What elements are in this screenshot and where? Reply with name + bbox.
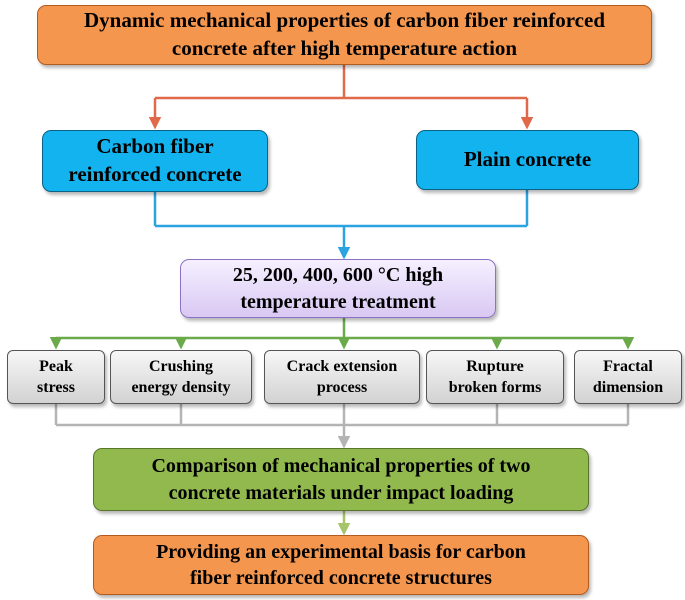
conclusion-box: Providing an experimental basis for carb… (93, 535, 589, 595)
plain-concrete-box: Plain concrete (416, 130, 639, 190)
indicator-fractal-dimension: Fractal dimension (574, 350, 682, 404)
title-box: Dynamic mechanical properties of carbon … (37, 5, 652, 65)
indicator-peak-stress: Peak stress (7, 350, 105, 404)
indicator-crushing-energy: Crushing energy density (110, 350, 252, 404)
indicator-rupture-forms: Rupture broken forms (426, 350, 564, 404)
merge-connector (153, 190, 529, 260)
split-connector (148, 65, 534, 130)
indicator-crack-extension: Crack extension process (264, 350, 420, 404)
collect-connector (54, 404, 630, 449)
cfrc-box: Carbon fiber reinforced concrete (42, 130, 268, 192)
treatment-box: 25, 200, 400, 600 °C high temperature tr… (180, 259, 496, 318)
comparison-box: Comparison of mechanical properties of t… (93, 448, 589, 511)
indicator-connector (49, 318, 635, 350)
